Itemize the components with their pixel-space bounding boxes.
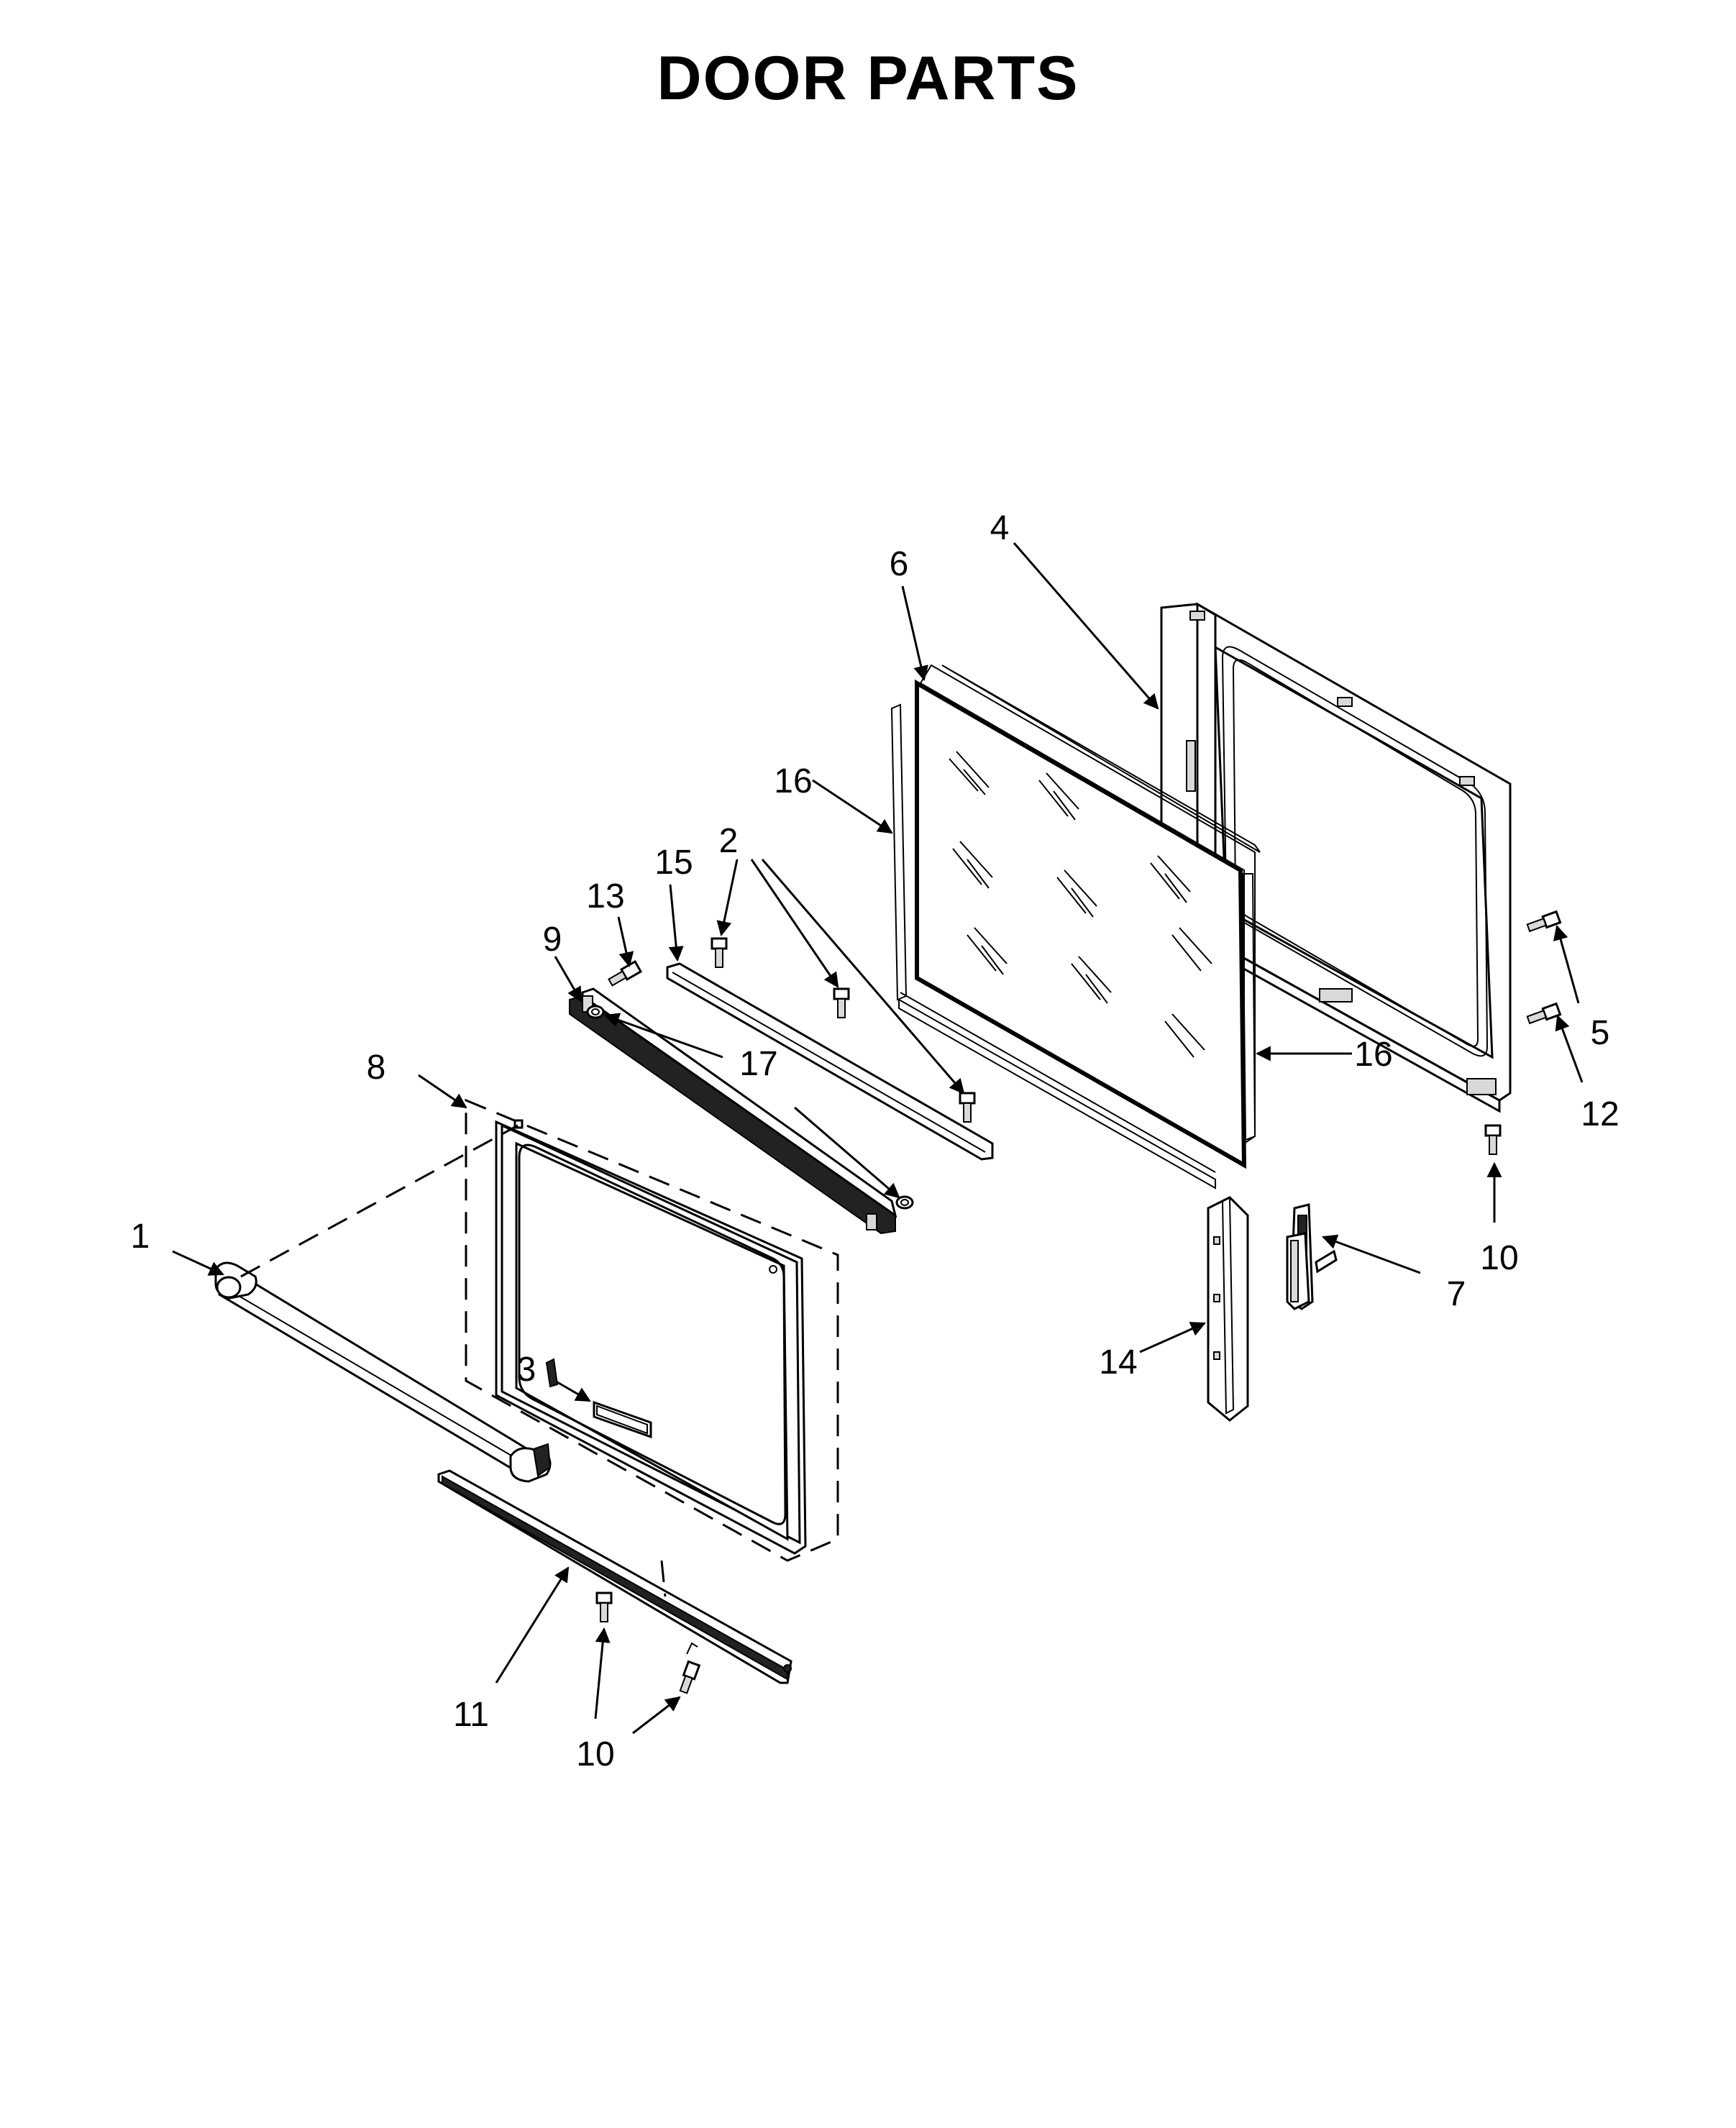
screw-2c bbox=[959, 1092, 976, 1123]
screw-2a bbox=[711, 937, 728, 968]
leader-lines bbox=[172, 542, 1584, 1735]
callout-7: 7 bbox=[1447, 1275, 1466, 1313]
callout-14: 14 bbox=[1099, 1343, 1137, 1382]
diagram-title: DOOR PARTS bbox=[657, 44, 1079, 113]
bottom-trim bbox=[437, 1469, 792, 1684]
callout-3: 3 bbox=[517, 1351, 536, 1389]
glass-panel bbox=[915, 664, 1261, 1169]
outer-door-assembly bbox=[465, 1098, 839, 1562]
callout-8: 8 bbox=[367, 1049, 386, 1087]
screw-5 bbox=[1526, 910, 1562, 933]
callout-13: 13 bbox=[586, 877, 624, 915]
callout-10-top: 10 bbox=[1480, 1239, 1518, 1277]
door-handle bbox=[214, 1261, 552, 1483]
callout-1: 1 bbox=[131, 1218, 150, 1256]
washers bbox=[586, 1005, 914, 1210]
door-badge bbox=[593, 1400, 652, 1439]
door-hinge bbox=[1286, 1203, 1338, 1310]
screw-10a bbox=[1484, 1124, 1502, 1155]
side-trim bbox=[1207, 1196, 1249, 1422]
callout-labels: 1 2 3 4 5 6 7 8 9 10 10 11 12 13 14 15 1… bbox=[131, 509, 1619, 1773]
screw-10c bbox=[679, 1660, 701, 1694]
callout-17: 17 bbox=[739, 1045, 777, 1083]
glass-reflection-marks bbox=[949, 751, 1212, 1058]
glass-spacer-strips bbox=[890, 703, 1256, 1189]
callout-2: 2 bbox=[719, 822, 739, 860]
door-top-bracket bbox=[569, 987, 897, 1235]
screw-13 bbox=[608, 960, 643, 987]
callout-12: 12 bbox=[1581, 1095, 1619, 1133]
callout-15: 15 bbox=[654, 844, 693, 882]
callout-5: 5 bbox=[1591, 1014, 1610, 1052]
callout-9: 9 bbox=[543, 921, 562, 959]
screw-2b bbox=[833, 987, 850, 1018]
callout-16-left: 16 bbox=[774, 762, 812, 800]
screw-10b bbox=[595, 1592, 613, 1622]
top-trim-strip bbox=[666, 962, 994, 1161]
callout-11: 11 bbox=[453, 1696, 489, 1734]
screws bbox=[595, 910, 1562, 1694]
callout-4: 4 bbox=[990, 509, 1010, 547]
callout-16-right: 16 bbox=[1354, 1036, 1392, 1074]
callout-6: 6 bbox=[890, 545, 909, 583]
screw-12 bbox=[1526, 1002, 1562, 1025]
callout-10-bottom: 10 bbox=[576, 1735, 614, 1773]
